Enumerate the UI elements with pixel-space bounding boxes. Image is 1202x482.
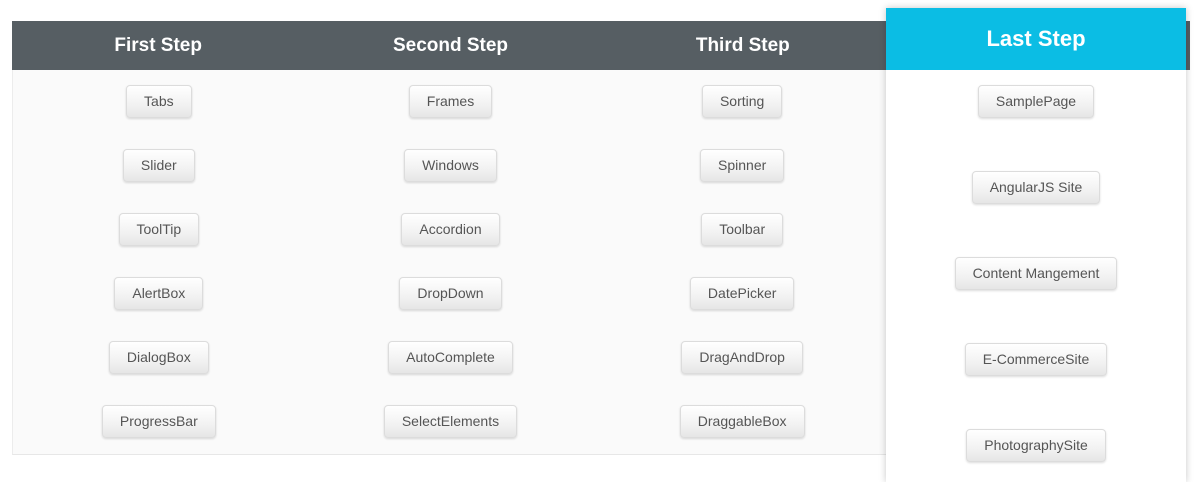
draganddrop-button[interactable]: DragAndDrop (681, 341, 803, 374)
last-step-panel: Last Step SamplePage AngularJS Site Cont… (886, 8, 1186, 482)
frames-button[interactable]: Frames (408, 85, 493, 118)
draggablebox-button[interactable]: DraggableBox (679, 405, 805, 438)
content-management-button[interactable]: Content Mangement (954, 257, 1118, 290)
alertbox-button[interactable]: AlertBox (114, 277, 204, 310)
accordion-button[interactable]: Accordion (401, 213, 500, 246)
last-step-column: SamplePage AngularJS Site Content Mangem… (886, 70, 1186, 482)
tooltip-button[interactable]: ToolTip (118, 213, 200, 246)
photography-site-button[interactable]: PhotographySite (966, 429, 1106, 462)
last-step-header: Last Step (886, 8, 1186, 70)
autocomplete-button[interactable]: AutoComplete (388, 341, 513, 374)
first-step-column: Tabs Slider ToolTip AlertBox DialogBox P… (13, 70, 305, 469)
sorting-button[interactable]: Sorting (701, 85, 783, 118)
spinner-button[interactable]: Spinner (700, 149, 785, 182)
first-step-header: First Step (114, 35, 202, 56)
angularjs-site-button[interactable]: AngularJS Site (971, 171, 1101, 204)
dialogbox-button[interactable]: DialogBox (108, 341, 209, 374)
third-step-header: Third Step (695, 35, 790, 56)
slider-button[interactable]: Slider (122, 149, 195, 182)
widgets-content-area: Tabs Slider ToolTip AlertBox DialogBox P… (12, 70, 888, 455)
progressbar-button[interactable]: ProgressBar (101, 405, 216, 438)
samplepage-button[interactable]: SamplePage (977, 85, 1095, 118)
windows-button[interactable]: Windows (404, 149, 497, 182)
datepicker-button[interactable]: DatePicker (689, 277, 795, 310)
third-step-column: Sorting Spinner Toolbar DatePicker DragA… (596, 70, 888, 469)
dropdown-button[interactable]: DropDown (399, 277, 502, 310)
toolbar-button[interactable]: Toolbar (701, 213, 784, 246)
second-step-header: Second Step (392, 35, 509, 56)
second-step-column: Frames Windows Accordion DropDown AutoCo… (305, 70, 597, 469)
steps-header-grid: First Step Second Step Third Step (12, 21, 889, 70)
selectelements-button[interactable]: SelectElements (383, 405, 518, 438)
ecommerce-site-button[interactable]: E-CommerceSite (964, 343, 1108, 376)
tabs-button[interactable]: Tabs (126, 85, 192, 118)
